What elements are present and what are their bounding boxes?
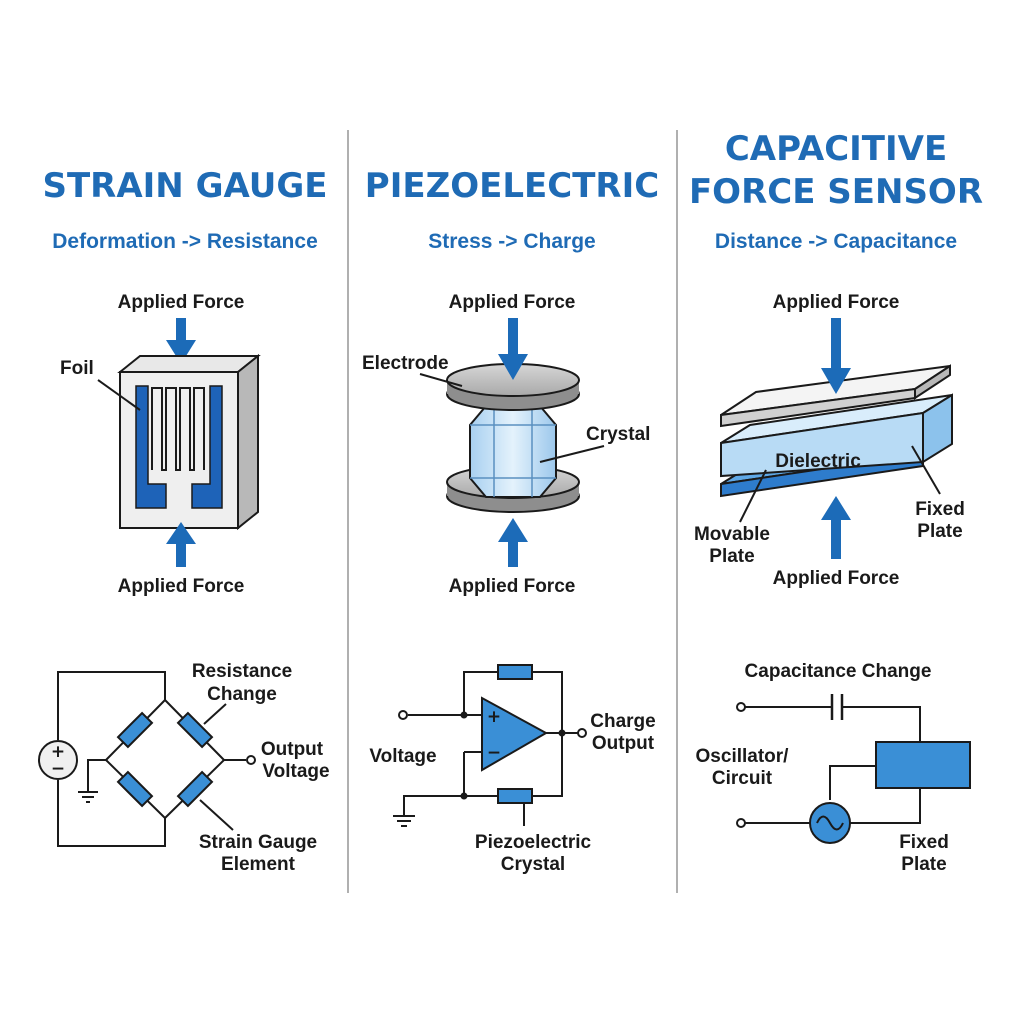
- battery-minus: −: [51, 759, 65, 779]
- cap-title-line-2: FORCE SENSOR: [689, 172, 983, 212]
- strain-gauge-block: [117, 353, 261, 531]
- resistance-label-2: Change: [207, 684, 277, 705]
- strain-force-arrow-top: [166, 318, 196, 364]
- strain-element-label-1: Strain Gauge: [199, 832, 317, 853]
- piezo-force-top-label: Applied Force: [449, 292, 576, 313]
- movable-plate-leader: [739, 469, 767, 523]
- opamp-plus: +: [487, 707, 501, 727]
- crystal-leader: [539, 445, 605, 463]
- capacitive-stack: [720, 364, 953, 498]
- fixed-plate-label-1: Fixed: [915, 499, 965, 520]
- piezo-force-arrow-bottom: [498, 518, 528, 567]
- piezo-title: PIEZOELECTRIC: [365, 166, 659, 206]
- cap-subtitle: Distance -> Capacitance: [715, 230, 957, 253]
- electrode-leader: [419, 373, 463, 387]
- charge-output-label-2: Output: [592, 733, 655, 754]
- strain-element-label-2: Element: [221, 854, 296, 875]
- piezo-crystal-label-1: Piezoelectric: [475, 832, 592, 853]
- resistance-label-1: Resistance: [192, 661, 292, 682]
- fixed-plate-label-2: Plate: [917, 521, 962, 542]
- output-voltage-label-1: Output: [261, 739, 324, 760]
- strain-force-arrow-bottom: [166, 522, 196, 567]
- battery-plus: +: [51, 742, 65, 762]
- charge-output-label-1: Charge: [590, 711, 655, 732]
- oscillator-circuit: [736, 694, 971, 844]
- resistance-leader: [203, 703, 227, 725]
- strain-force-bottom-label: Applied Force: [118, 576, 245, 597]
- battery-source: + −: [38, 740, 78, 780]
- strain-title: STRAIN GAUGE: [42, 166, 327, 206]
- cap-force-arrow-bottom: [821, 496, 851, 559]
- cap-force-top-label: Applied Force: [773, 292, 900, 313]
- piezo-force-bottom-label: Applied Force: [449, 576, 576, 597]
- strain-subtitle: Deformation -> Resistance: [52, 230, 318, 253]
- electrode-label: Electrode: [362, 353, 449, 374]
- charge-amplifier-circuit: + −: [393, 664, 587, 827]
- cap-title-line-1: CAPACITIVE: [725, 129, 947, 169]
- dielectric-label: Dielectric: [775, 451, 861, 472]
- wheatstone-bridge: [57, 671, 256, 847]
- strain-foil-label: Foil: [60, 358, 94, 379]
- crystal-label: Crystal: [586, 424, 650, 445]
- oscillator-label-2: Circuit: [712, 768, 773, 789]
- piezo-force-arrow-top: [498, 318, 528, 380]
- piezo-crystal-label-2: Crystal: [501, 854, 565, 875]
- strain-force-top-label: Applied Force: [118, 292, 245, 313]
- movable-plate-label-1: Movable: [694, 524, 770, 545]
- oscillator-label-1: Oscillator/: [696, 746, 790, 767]
- fixed-plate-bottom-label-1: Fixed: [899, 832, 949, 853]
- capacitance-change-label: Capacitance Change: [745, 661, 932, 682]
- movable-plate-label-2: Plate: [709, 546, 754, 567]
- piezo-subtitle: Stress -> Charge: [428, 230, 596, 253]
- fixed-plate-leader: [911, 445, 941, 495]
- opamp-minus: −: [487, 743, 501, 763]
- fixed-plate-bottom-label-2: Plate: [901, 854, 946, 875]
- voltage-label: Voltage: [369, 746, 436, 767]
- output-voltage-label-2: Voltage: [262, 761, 329, 782]
- strain-foil-leader: [97, 379, 141, 411]
- cap-force-bottom-label: Applied Force: [773, 568, 900, 589]
- cap-force-arrow-top: [821, 318, 851, 394]
- piezo-crystal-assembly: [446, 363, 580, 513]
- element-leader: [199, 799, 234, 831]
